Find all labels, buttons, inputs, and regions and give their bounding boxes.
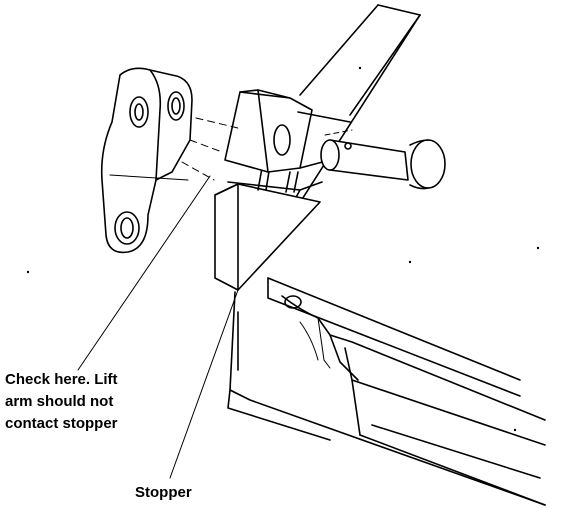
check-label-line-1: Check here. Lift [5, 371, 118, 388]
stopper-block [214, 164, 323, 291]
lift-arm [100, 67, 193, 254]
stopper-label: Stopper [135, 484, 192, 501]
check-label-line-2: arm should not [5, 393, 114, 410]
leader-lines [77, 175, 239, 479]
base-frame [227, 277, 546, 506]
pin [320, 139, 446, 190]
check-here-label: Check here. Lift arm should not contact … [5, 369, 205, 435]
bracket-block [224, 89, 351, 173]
speckle-dots [26, 66, 540, 432]
check-label-line-3: contact stopper [5, 415, 118, 432]
dashed-guides [181, 117, 353, 181]
